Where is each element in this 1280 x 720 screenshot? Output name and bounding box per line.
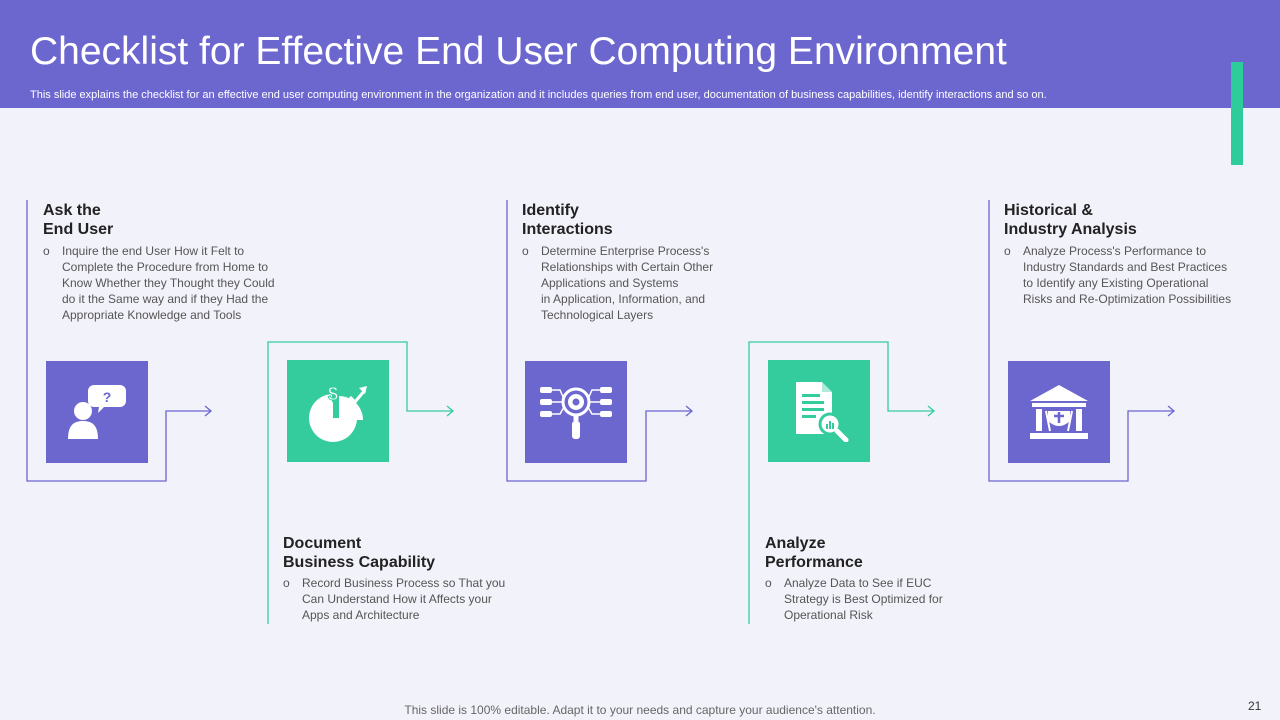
page-title: Checklist for Effective End User Computi… (30, 30, 1007, 73)
desc-line: Technological Layers (541, 308, 654, 322)
connector-step-4 (748, 341, 933, 624)
step-4-description: o Analyze Data to See if EUC Strategy is… (765, 575, 943, 623)
desc-line: in Application, Information, and (541, 292, 706, 306)
desc-line: Analyze Data to See if EUC (784, 576, 932, 590)
footer-note: This slide is 100% editable. Adapt it to… (404, 703, 876, 717)
desc-line: Analyze Process's Performance to (1023, 244, 1207, 258)
arrow-step-1 (204, 405, 213, 417)
document-magnifier-icon (796, 382, 849, 442)
header-bar (0, 0, 1280, 108)
step-3-icon-box (525, 361, 627, 463)
step-4-icon-box (768, 360, 870, 462)
step-1-description: o Inquire the end User How it Felt to Co… (43, 243, 275, 323)
bullet: o (43, 244, 50, 258)
step-4-title-line-1: Analyze (765, 535, 826, 552)
desc-line: Appropriate Knowledge and Tools (62, 308, 242, 322)
arrow-step-3 (685, 405, 694, 417)
step-2-description: o Record Business Process so That you Ca… (283, 575, 505, 623)
pie-chart-dollar-icon: $ (309, 384, 367, 442)
step-5-title-line-1: Historical & (1004, 202, 1093, 219)
svg-text:$: $ (328, 384, 338, 404)
desc-line: Know Whether they Thought they Could (62, 276, 275, 290)
desc-line: Record Business Process so That you (302, 576, 506, 590)
step-2-title: Document Business Capability (283, 534, 435, 572)
bank-building-icon (1030, 385, 1088, 439)
user-question-icon: ? (68, 385, 126, 439)
desc-line: Complete the Procedure from Home to (62, 260, 269, 274)
page-number: 21 (1248, 699, 1262, 713)
step-4-title-line-2: Performance (765, 554, 863, 571)
step-5-title-line-2: Industry Analysis (1004, 221, 1137, 238)
step-5-icon-box (1008, 361, 1110, 463)
desc-line: Operational Risk (784, 608, 873, 622)
arrow-step-4 (927, 405, 936, 417)
step-1-title-line-1: Ask the (43, 202, 101, 219)
step-3-title-line-1: Identify (522, 202, 579, 219)
step-1-title: Ask the End User (43, 201, 113, 239)
arrow-step-5 (1167, 405, 1176, 417)
desc-line: Strategy is Best Optimized for (784, 592, 943, 606)
svg-text:?: ? (103, 389, 112, 405)
desc-line: Can Understand How it Affects your (302, 592, 492, 606)
desc-line: Applications and Systems (541, 276, 679, 290)
connector-step-5 (988, 200, 1173, 482)
step-1-title-line-2: End User (43, 221, 114, 238)
desc-line: Industry Standards and Best Practices (1023, 260, 1228, 274)
step-3-title-line-2: Interactions (522, 221, 613, 238)
connector-step-3 (506, 200, 691, 482)
accent-bar (1231, 62, 1243, 165)
desc-line: Relationships with Certain Other (541, 260, 714, 274)
page-subtitle: This slide explains the checklist for an… (30, 89, 1047, 101)
bullet: o (765, 576, 772, 590)
step-2-title-line-2: Business Capability (283, 554, 436, 571)
bullet: o (522, 244, 529, 258)
desc-line: Apps and Architecture (302, 608, 420, 622)
desc-line: Inquire the end User How it Felt to (62, 244, 245, 258)
step-4-title: Analyze Performance (765, 534, 863, 572)
bullet: o (283, 576, 290, 590)
step-5-description: o Analyze Process's Performance to Indus… (1004, 243, 1231, 307)
step-2-title-line-1: Document (283, 535, 362, 552)
step-1-icon-box: ? (46, 361, 148, 463)
arrow-step-2 (446, 405, 455, 417)
step-2-icon-box: $ (287, 360, 389, 462)
desc-line: do it the Same way and if they Had the (62, 292, 269, 306)
gear-network-icon (540, 387, 612, 439)
connector-step-1 (26, 200, 210, 482)
desc-line: to Identify any Existing Operational (1023, 276, 1209, 290)
desc-line: Risks and Re-Optimization Possibilities (1023, 292, 1232, 306)
bullet: o (1004, 244, 1011, 258)
step-3-description: o Determine Enterprise Process's Relatio… (522, 243, 713, 323)
connector-step-2 (267, 341, 453, 624)
step-3-title: Identify Interactions (522, 201, 613, 239)
step-5-title: Historical & Industry Analysis (1004, 201, 1137, 239)
desc-line: Determine Enterprise Process's (541, 244, 710, 258)
